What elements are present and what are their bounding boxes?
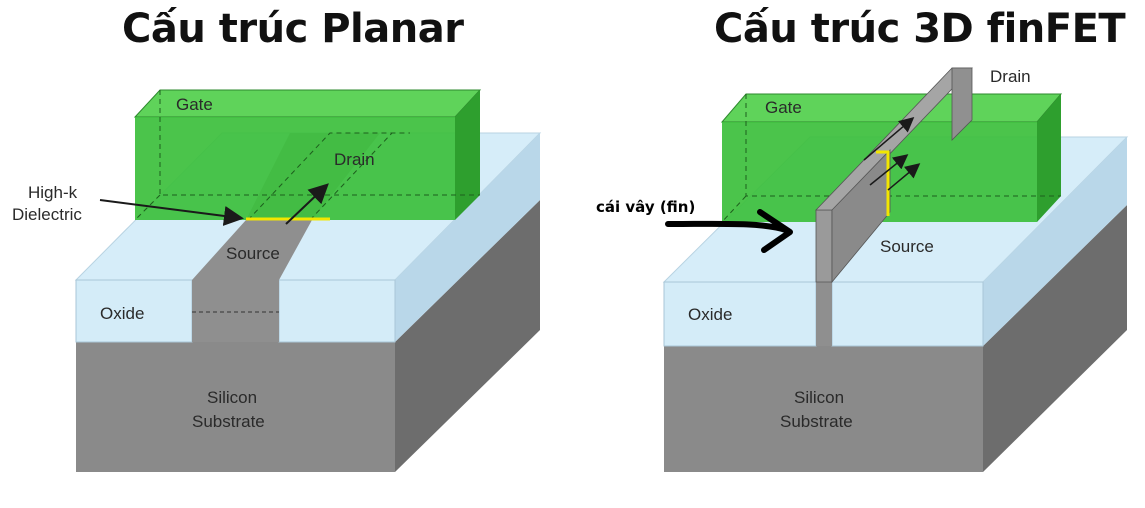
finfet-title: Cấu trúc 3D finFET [714,6,1126,52]
finfet-oxide-side [983,137,1127,346]
planar-source-label: Source [226,244,280,263]
planar-gate-label: Gate [176,95,213,114]
finfet-silicon-label-line1: Silicon [794,388,844,407]
finfet-fin-label: cái vây (fin) [596,198,695,216]
planar-diagram: Gate Drain Source High-k Dielectric Oxid… [12,89,542,472]
finfet-drain-label: Drain [990,67,1031,86]
finfet-oxide-front-left [663,281,817,347]
finfet-diagram: Gate Drain Source cái vây (fin) Oxide Si… [596,67,1129,472]
planar-silicon-label-line2: Substrate [192,412,265,431]
finfet-substrate-side [983,205,1127,472]
finfet-fin-drain-end [951,67,973,141]
planar-substrate-front [76,342,395,472]
finfet-gate-side [1037,94,1061,222]
finfet-oxide-front-right [831,281,984,347]
finfet-high-k-layer [876,150,890,216]
finfet-fin-front [815,209,833,283]
planar-gate-side [455,90,480,220]
finfet-silicon-label-line2: Substrate [780,412,853,431]
finfet-oxide-label: Oxide [688,305,732,324]
finfet-source-label: Source [880,237,934,256]
finfet-substrate-front [664,346,983,472]
planar-high-k-arrow [99,199,244,226]
finfet-fin-slit [816,282,832,346]
planar-drain-label: Drain [334,150,375,169]
finfet-gate-label: Gate [765,98,802,117]
planar-high-k-label-line2: Dielectric [12,205,82,224]
planar-substrate-side [395,200,540,472]
finfet-fin-channel-face [831,149,891,284]
planar-silicon-label-line1: Silicon [207,388,257,407]
planar-oxide-front-right [278,279,396,343]
planar-gate-front [135,117,455,220]
planar-high-k-label-line1: High-k [28,183,78,202]
planar-oxide-label: Oxide [100,304,144,323]
planar-oxide-side [395,133,540,342]
planar-title: Cấu trúc Planar [122,6,464,52]
planar-channel-arrow [285,183,329,225]
finfet-fin-arrow [665,209,793,253]
